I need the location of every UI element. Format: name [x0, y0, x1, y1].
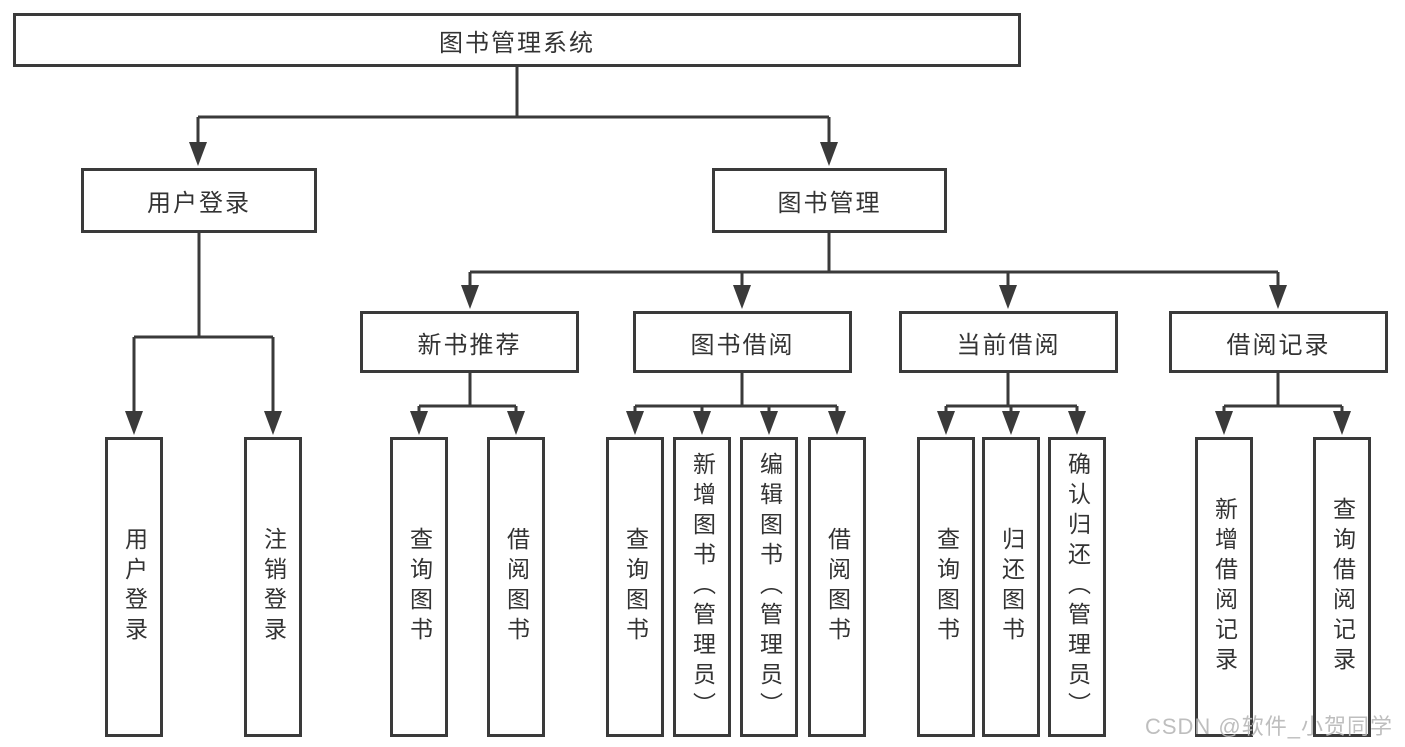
- node-label: 归还图书: [998, 527, 1025, 647]
- node-label: 用户登录: [147, 190, 251, 217]
- node-label: 借阅记录: [1226, 331, 1331, 359]
- leaf-user-login: 用户登录: [105, 437, 163, 737]
- watermark: CSDN @软件_小贺同学: [1144, 714, 1393, 739]
- node-label: 查询图书: [406, 527, 433, 647]
- leaf-confirm-return-admin: 确认归还（管理员）: [1048, 437, 1106, 737]
- node-label: 用户登录: [121, 527, 148, 647]
- node-label: 查询借阅记录: [1329, 497, 1356, 677]
- node-label: 新书推荐: [417, 331, 522, 359]
- node-borrow-records: 借阅记录: [1169, 311, 1388, 373]
- node-new-book-recommend: 新书推荐: [360, 311, 579, 373]
- node-label: 图书管理: [777, 190, 882, 217]
- node-label: 借阅图书: [824, 527, 851, 647]
- node-label: 新增借阅记录: [1211, 497, 1238, 677]
- node-current-borrow: 当前借阅: [899, 311, 1118, 373]
- leaf-edit-book-admin: 编辑图书（管理员）: [740, 437, 798, 737]
- leaf-borrow-books-recommend: 借阅图书: [487, 437, 545, 737]
- node-book-borrow: 图书借阅: [633, 311, 852, 373]
- node-label: 查询图书: [933, 527, 960, 647]
- leaf-return-book: 归还图书: [982, 437, 1040, 737]
- node-label: 当前借阅: [956, 331, 1061, 359]
- leaf-query-borrow-record: 查询借阅记录: [1313, 437, 1371, 737]
- leaf-add-book-admin: 新增图书（管理员）: [673, 437, 731, 737]
- node-label: 确认归还（管理员）: [1064, 452, 1091, 722]
- leaf-logout: 注销登录: [244, 437, 302, 737]
- node-label: 编辑图书（管理员）: [756, 452, 783, 722]
- node-user-login-branch: 用户登录: [81, 168, 317, 233]
- node-book-management-branch: 图书管理: [712, 168, 947, 233]
- leaf-query-books-current: 查询图书: [917, 437, 975, 737]
- node-label: 注销登录: [260, 527, 287, 647]
- node-root-system: 图书管理系统: [13, 13, 1021, 67]
- node-label: 图书管理系统: [439, 29, 595, 57]
- leaf-query-books-recommend: 查询图书: [390, 437, 448, 737]
- leaf-query-books-borrow: 查询图书: [606, 437, 664, 737]
- leaf-borrow-books: 借阅图书: [808, 437, 866, 737]
- node-label: 借阅图书: [503, 527, 530, 647]
- node-label: 新增图书（管理员）: [689, 452, 716, 722]
- node-label: 图书借阅: [690, 331, 795, 359]
- node-label: 查询图书: [622, 527, 649, 647]
- leaf-add-borrow-record: 新增借阅记录: [1195, 437, 1253, 737]
